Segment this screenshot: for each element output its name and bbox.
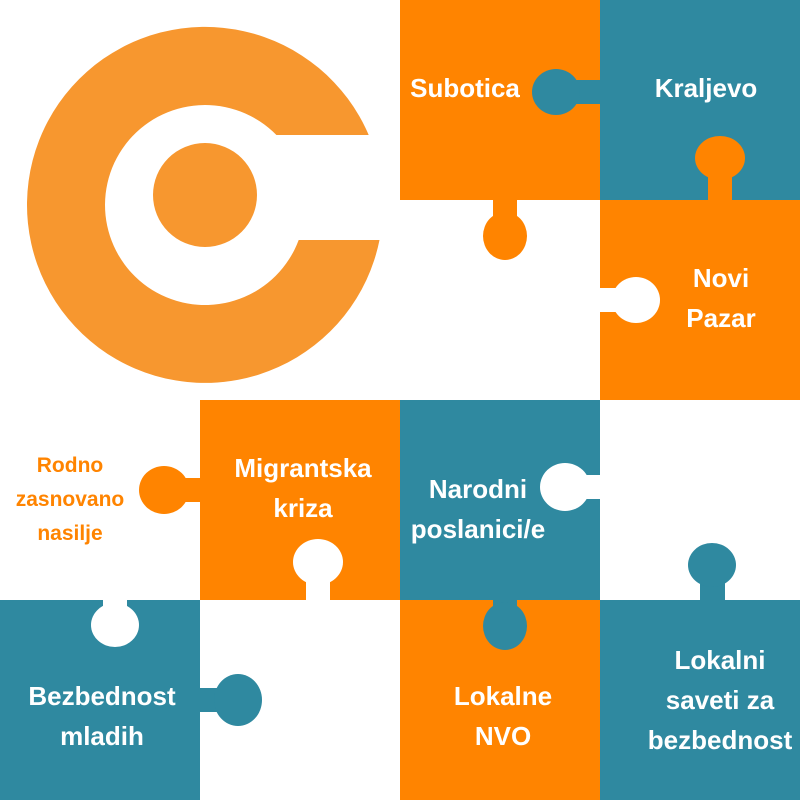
label-line: mladih [60,721,144,751]
label-line: Subotica [410,73,520,103]
label-narodni: Narodni poslanici/e [411,469,545,549]
label-line: nasilje [37,522,103,545]
label-line: poslanici/e [410,514,546,544]
label-line: Lokalne [453,681,553,711]
label-lokalni: Lokalni saveti za bezbednost [648,640,792,760]
label-line: kriza [273,493,333,523]
label-kraljevo: Kraljevo [655,68,758,108]
piece-migrantska [139,400,400,605]
piece-lokalni [600,543,800,800]
label-line: Bezbednost [28,681,176,711]
piece-subotica [400,0,600,260]
label-line: Kraljevo [654,73,758,103]
piece-narodni [400,400,605,650]
label-line: zasnovano [15,488,125,511]
label-migrantska: Migrantska kriza [234,448,371,528]
label-rodno: Rodno zasnovano nasilje [16,449,125,551]
label-line: Migrantska [234,453,372,483]
label-line: Narodni [428,474,528,504]
piece-bezbednost [0,595,262,800]
label-line: Lokalni [674,645,766,675]
label-line: Pazar [686,303,756,333]
label-line: Rodno [36,454,104,477]
label-line: saveti za [665,685,775,715]
label-line: Novi [692,263,750,293]
c-ring-logo [26,26,380,383]
label-line: NVO [474,721,532,751]
label-subotica: Subotica [410,68,520,108]
piece-novi-pazar [595,136,800,400]
label-bezbednost: Bezbednost mladih [28,676,175,756]
label-line: bezbednost [647,725,793,755]
